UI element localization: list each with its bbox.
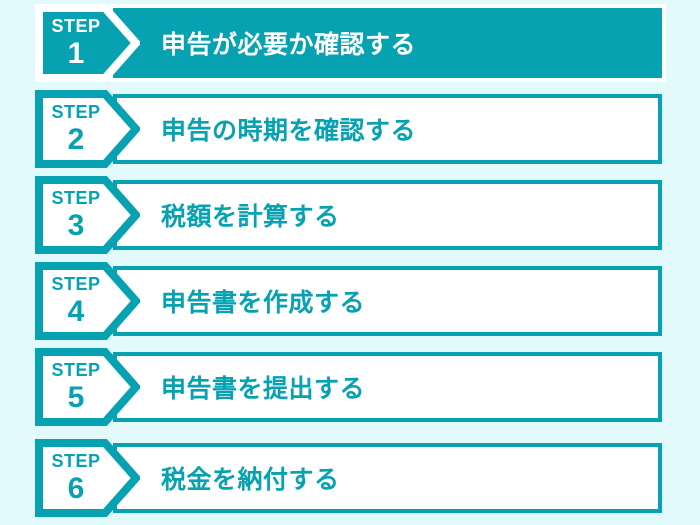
- arrow-pentagon-icon: [35, 262, 140, 340]
- step-title-bar[interactable]: 税金を納付する: [113, 443, 662, 513]
- step-title-bar[interactable]: 申告書を提出する: [113, 352, 662, 422]
- step-title-bar[interactable]: 申告書を作成する: [113, 266, 662, 336]
- step-badge[interactable]: STEP 4: [35, 262, 140, 340]
- step-title-text: 申告書を作成する: [161, 289, 366, 317]
- step-row[interactable]: 申告書を作成する STEP 4: [0, 262, 700, 340]
- arrow-pentagon-icon: [35, 439, 140, 517]
- step-badge[interactable]: STEP 2: [35, 90, 140, 168]
- step-badge[interactable]: STEP 1: [35, 4, 140, 82]
- arrow-pentagon-icon: [35, 90, 140, 168]
- step-badge[interactable]: STEP 3: [35, 176, 140, 254]
- step-title-bar[interactable]: 税額を計算する: [113, 180, 662, 250]
- step-title-text: 税額を計算する: [161, 203, 340, 231]
- arrow-pentagon-icon: [35, 176, 140, 254]
- step-badge[interactable]: STEP 6: [35, 439, 140, 517]
- arrow-pentagon-icon: [35, 4, 140, 82]
- step-row[interactable]: 申告書を提出する STEP 5: [0, 348, 700, 426]
- step-title-text: 申告が必要か確認する: [161, 31, 417, 59]
- arrow-pentagon-icon: [35, 348, 140, 426]
- step-title-text: 申告書を提出する: [161, 375, 366, 403]
- step-row[interactable]: 税金を納付する STEP 6: [0, 439, 700, 517]
- step-title-bar[interactable]: 申告の時期を確認する: [113, 94, 662, 164]
- step-row[interactable]: 申告が必要か確認する STEP 1: [0, 4, 700, 82]
- step-row[interactable]: 申告の時期を確認する STEP 2: [0, 90, 700, 168]
- step-title-text: 申告の時期を確認する: [161, 117, 417, 145]
- step-badge[interactable]: STEP 5: [35, 348, 140, 426]
- step-title-bar[interactable]: 申告が必要か確認する: [113, 8, 662, 78]
- step-title-text: 税金を納付する: [161, 466, 340, 494]
- step-row[interactable]: 税額を計算する STEP 3: [0, 176, 700, 254]
